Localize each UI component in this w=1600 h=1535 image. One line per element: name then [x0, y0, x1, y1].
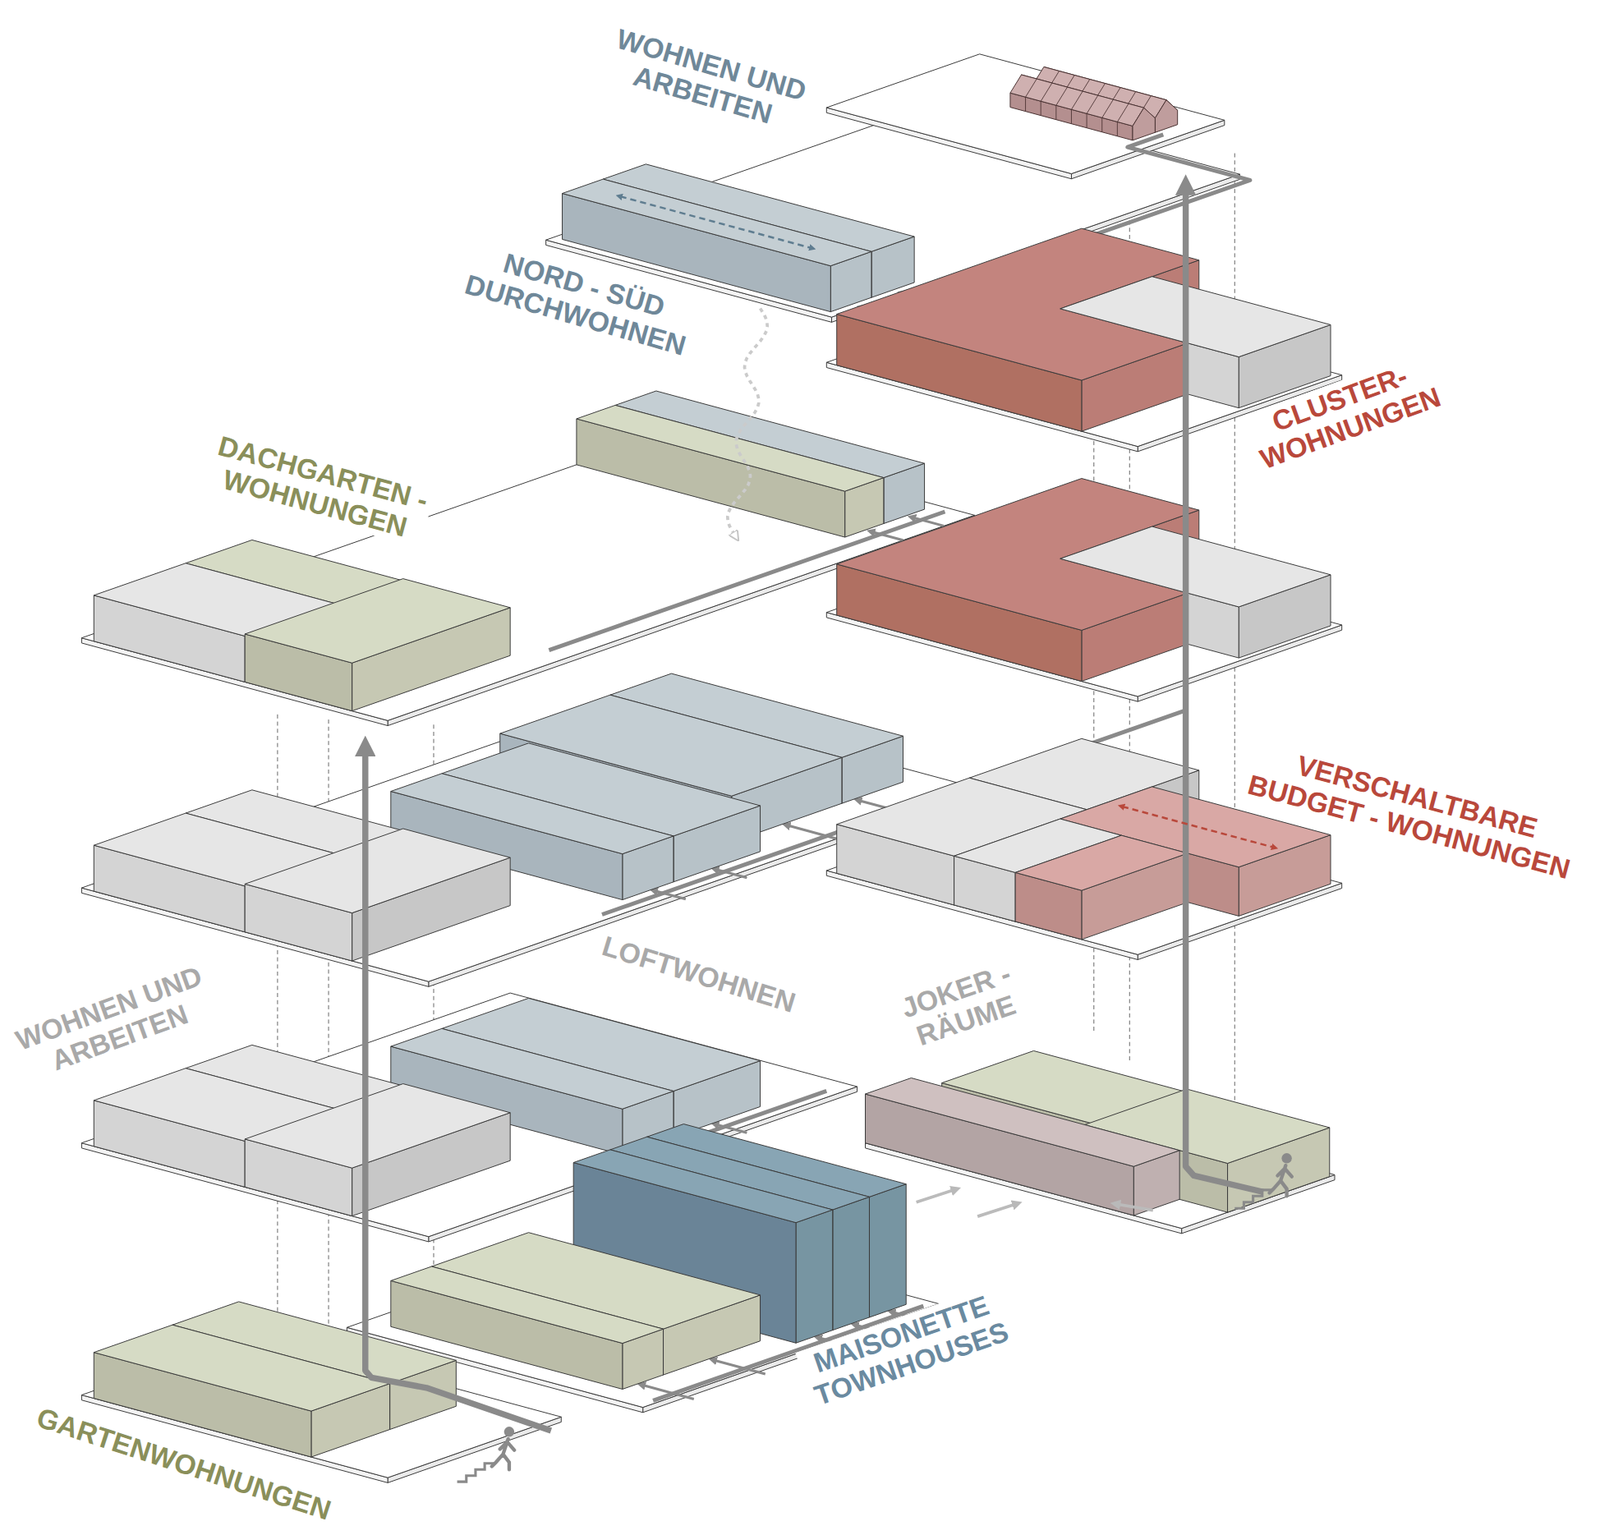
greenhouse-gable	[1132, 107, 1155, 141]
unit-block-side	[868, 1184, 906, 1318]
unit-block-top	[93, 1324, 390, 1412]
floor-level	[826, 478, 1342, 703]
floor-type-label: DACHGARTEN - WOHNUNGEN	[202, 427, 437, 549]
entry-arrow	[913, 517, 944, 526]
floor-type-label: WOHNEN UND ARBEITEN	[599, 20, 815, 139]
floor-type-label: JOKER - RÄUME	[892, 954, 1030, 1056]
vertical-circulation-arrow	[1186, 188, 1264, 1192]
greenhouse-rib	[1086, 95, 1099, 129]
walker-head	[1281, 1153, 1292, 1164]
unit-block-top	[573, 1149, 833, 1223]
greenhouse-icon	[1010, 66, 1178, 140]
greenhouse-roof	[1010, 74, 1145, 126]
floor-level	[81, 993, 857, 1242]
stairs-symbol	[457, 1463, 495, 1482]
circulation-overlay	[365, 188, 1292, 1482]
walker-head	[504, 1426, 515, 1437]
stairs-symbol	[1234, 1190, 1272, 1209]
unit-block-top	[1060, 276, 1331, 358]
walker-icon	[457, 1426, 515, 1482]
floor-level	[81, 1124, 939, 1484]
unit-block-top	[562, 179, 872, 267]
entry-arrow	[716, 869, 747, 879]
level-guides	[277, 147, 1235, 1332]
greenhouse-rib	[1056, 87, 1068, 120]
entry-arrow	[977, 1204, 1016, 1217]
through-living-arrow	[620, 196, 811, 249]
greenhouse-gable	[1154, 100, 1178, 134]
floor-level	[865, 1050, 1335, 1233]
unit-block-side	[795, 1209, 833, 1343]
unit-block-top	[1015, 835, 1188, 891]
unit-block-top	[244, 828, 511, 914]
greenhouse-rib	[1040, 82, 1053, 116]
floor-type-label: MAISONETTE TOWNHOUSES	[795, 1283, 1017, 1414]
stair-link-arrow	[727, 308, 768, 535]
walker-body	[1268, 1165, 1292, 1196]
unit-block-side	[832, 1196, 870, 1330]
entry-arrow	[714, 1360, 766, 1375]
unit-block-top	[390, 1266, 664, 1344]
entry-arrow	[655, 891, 686, 900]
walker-body	[491, 1439, 515, 1470]
entry-arrow	[916, 1190, 955, 1203]
unit-block-top	[244, 579, 511, 664]
unit-block-top	[1060, 526, 1331, 607]
unit-block-top	[865, 1077, 1181, 1167]
floor-type-label: VERSCHALTBARE BUDGET - WOHNUNGEN	[1239, 735, 1587, 887]
entry-arrow	[716, 1124, 747, 1133]
greenhouse-rib	[1117, 103, 1129, 137]
floor-type-label: GARTENWOHNUNGEN	[27, 1399, 340, 1529]
vertical-circulation-arrow	[365, 749, 552, 1431]
greenhouse-rib	[1025, 78, 1038, 112]
greenhouse-rib	[1071, 91, 1083, 125]
entry-arrow	[1117, 1204, 1153, 1210]
entry-arrow	[872, 532, 903, 541]
unit-block-top	[576, 404, 884, 492]
greenhouse-rib	[1102, 99, 1114, 133]
walker-icon	[1234, 1153, 1292, 1209]
floor-type-label: CLUSTER- WOHNUNGEN	[1240, 349, 1450, 479]
unit-block-top	[244, 1084, 511, 1169]
floor-type-label: WOHNEN UND ARBEITEN	[6, 956, 222, 1088]
floor-plate-top	[81, 993, 857, 1237]
switchable-arrow	[1122, 806, 1274, 848]
floor-level	[81, 390, 975, 727]
floor-type-label: NORD - SÜD DURCHWOHNEN	[455, 236, 703, 364]
floor-type-label: LOFTWOHNEN	[593, 928, 805, 1021]
entry-arrow	[643, 1385, 695, 1400]
